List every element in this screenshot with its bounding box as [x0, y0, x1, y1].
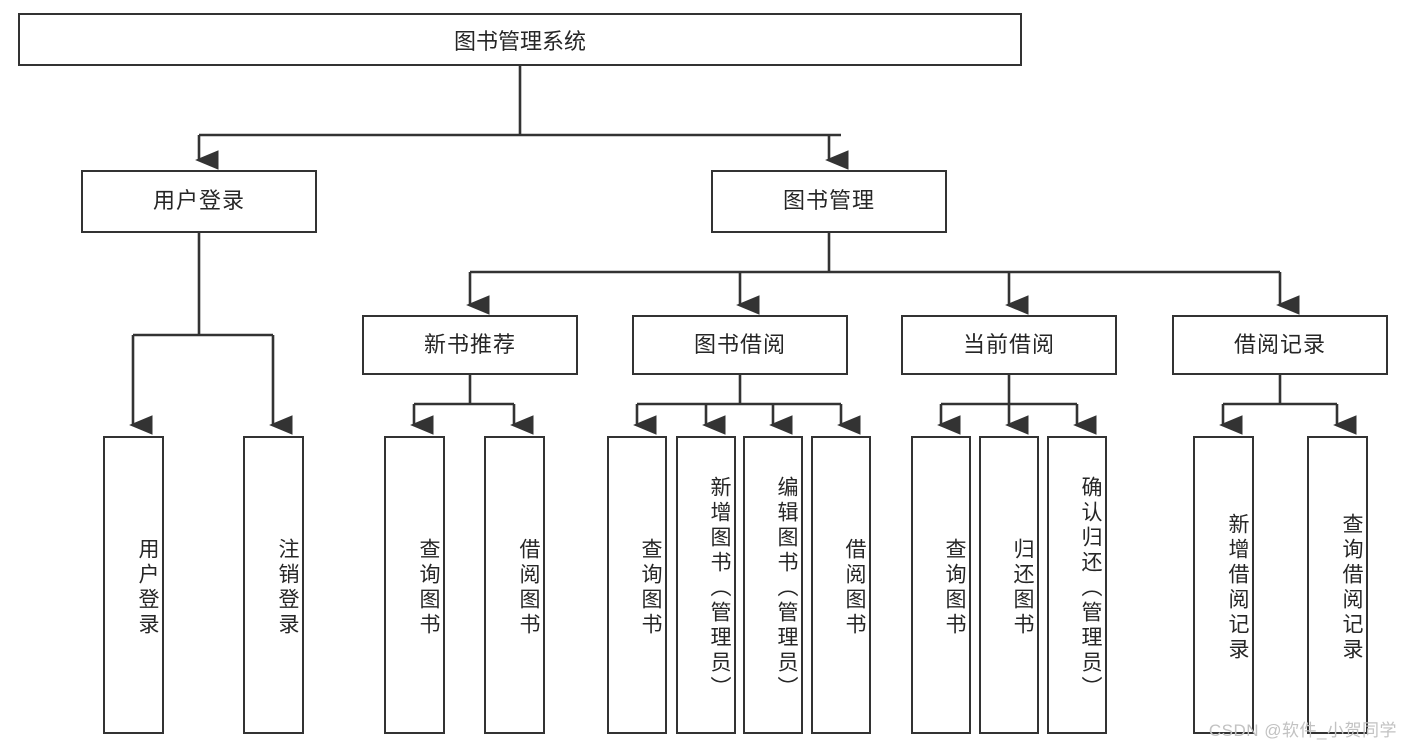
- node-label: 查询图书: [943, 538, 966, 638]
- node-current-borrow[interactable]: 当前借阅: [901, 315, 1117, 375]
- node-label: 图书管理: [782, 188, 875, 214]
- node-new-book-recommend[interactable]: 新书推荐: [362, 315, 578, 375]
- leaf-query-borrow-record[interactable]: 查询借阅记录: [1307, 436, 1368, 734]
- node-label: 新增图书（管理员）: [708, 475, 731, 701]
- leaf-user-login[interactable]: 用户登录: [103, 436, 164, 734]
- node-label: 借阅图书: [843, 538, 866, 638]
- leaf-confirm-return-admin[interactable]: 确认归还（管理员）: [1047, 436, 1107, 734]
- node-label: 图书借阅: [693, 331, 786, 357]
- node-label: 借阅图书: [517, 538, 540, 638]
- node-label: 归还图书: [1011, 538, 1034, 638]
- node-label: 查询图书: [417, 538, 440, 638]
- node-label: 图书管理系统: [453, 28, 586, 54]
- leaf-add-book-admin[interactable]: 新增图书（管理员）: [676, 436, 736, 734]
- leaf-logout-login[interactable]: 注销登录: [243, 436, 304, 734]
- node-label: 确认归还（管理员）: [1079, 475, 1102, 701]
- node-label: 编辑图书（管理员）: [775, 475, 798, 701]
- node-book-borrow[interactable]: 图书借阅: [632, 315, 848, 375]
- node-book-management[interactable]: 图书管理: [711, 170, 947, 233]
- leaf-query-book-current[interactable]: 查询图书: [911, 436, 971, 734]
- node-user-login[interactable]: 用户登录: [81, 170, 317, 233]
- node-root-book-management-system[interactable]: 图书管理系统: [18, 13, 1022, 66]
- node-label: 新书推荐: [423, 331, 516, 357]
- node-label: 用户登录: [152, 188, 245, 214]
- node-label: 当前借阅: [962, 331, 1055, 357]
- leaf-query-book-recommend[interactable]: 查询图书: [384, 436, 445, 734]
- node-label: 借阅记录: [1233, 331, 1326, 357]
- node-label: 新增借阅记录: [1226, 513, 1249, 663]
- leaf-return-book[interactable]: 归还图书: [979, 436, 1039, 734]
- leaf-add-borrow-record[interactable]: 新增借阅记录: [1193, 436, 1254, 734]
- leaf-edit-book-admin[interactable]: 编辑图书（管理员）: [743, 436, 803, 734]
- node-label: 注销登录: [276, 538, 299, 638]
- leaf-query-book-borrow[interactable]: 查询图书: [607, 436, 667, 734]
- node-label: 查询借阅记录: [1340, 513, 1363, 663]
- node-label: 查询图书: [639, 538, 662, 638]
- leaf-borrow-book-borrow[interactable]: 借阅图书: [811, 436, 871, 734]
- csdn-watermark: CSDN @软件_小贺同学: [1208, 721, 1397, 740]
- leaf-borrow-book-recommend[interactable]: 借阅图书: [484, 436, 545, 734]
- node-borrow-record[interactable]: 借阅记录: [1172, 315, 1388, 375]
- node-label: 用户登录: [136, 538, 159, 638]
